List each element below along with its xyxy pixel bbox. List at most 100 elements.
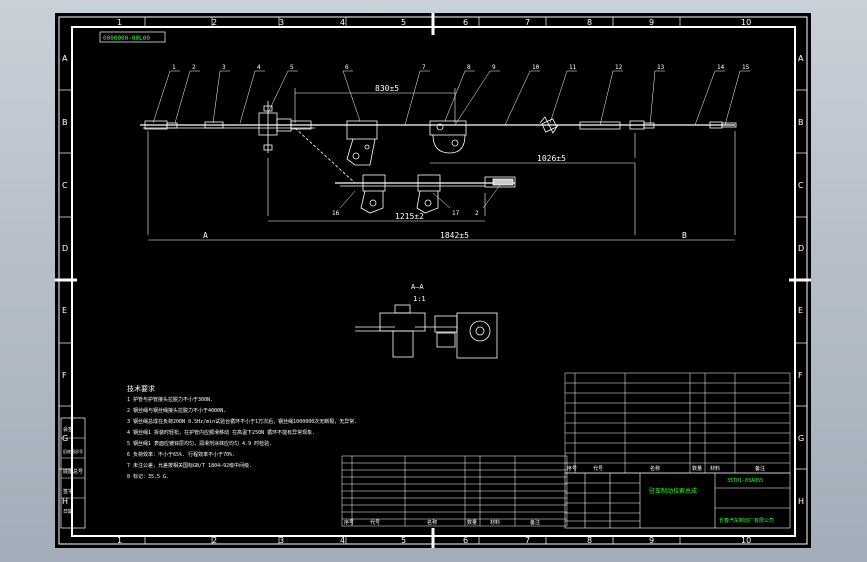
parts-header: 材料 bbox=[710, 465, 720, 472]
parts-list-right bbox=[564, 372, 791, 474]
balloon: 1 bbox=[172, 64, 176, 71]
row-label: C bbox=[798, 181, 804, 190]
parts-header: 代号 bbox=[370, 519, 380, 526]
cable-assembly-main-view bbox=[140, 101, 737, 184]
cad-drawing-viewport[interactable]: 1 2 3 4 5 6 7 8 9 10 1 2 3 4 5 6 7 8 9 1… bbox=[55, 13, 811, 548]
col-label: 6 bbox=[463, 536, 468, 545]
drawing-canvas: 1 2 3 4 5 6 7 8 9 10 1 2 3 4 5 6 7 8 9 1… bbox=[55, 13, 811, 548]
row-label: A bbox=[62, 54, 68, 63]
col-label: 1 bbox=[117, 536, 122, 545]
col-label: 1 bbox=[117, 18, 122, 27]
parts-header: 数量 bbox=[692, 465, 702, 472]
strip-label: 日期 bbox=[63, 509, 73, 515]
row-label: E bbox=[798, 306, 803, 315]
tech-notes-heading: 技术要求 bbox=[127, 384, 155, 393]
centering-marks bbox=[55, 13, 811, 548]
col-label: 3 bbox=[279, 536, 284, 545]
section-view-a-a bbox=[355, 304, 498, 359]
balloon-leaders bbox=[152, 70, 750, 209]
dim-zone-b: B bbox=[682, 231, 687, 240]
parts-header: 材料 bbox=[490, 519, 500, 526]
row-label: E bbox=[62, 306, 67, 315]
balloon: 4 bbox=[257, 64, 261, 71]
balloon: 9 bbox=[492, 64, 496, 71]
col-label: 2 bbox=[212, 536, 217, 545]
balloon: 13 bbox=[657, 64, 665, 71]
parts-header: 代号 bbox=[593, 465, 603, 472]
parts-header: 名称 bbox=[427, 519, 437, 526]
balloon: 5 bbox=[290, 64, 294, 71]
balloon: 11 bbox=[569, 64, 577, 71]
grid-ticks bbox=[59, 17, 807, 544]
parts-list-right-header: 序号 代号 名称 数量 材料 备注 bbox=[567, 465, 765, 472]
drawing-tag-box bbox=[99, 31, 166, 43]
balloon: 3 bbox=[222, 64, 226, 71]
tech-note: 5 钢丝绳1 表面应镀锌层均匀，润滑剂涂抹应均匀 4.9 时检验. bbox=[127, 440, 272, 447]
balloon: 16 bbox=[332, 210, 340, 217]
row-label: G bbox=[798, 434, 804, 443]
dim-1842: 1842±5 bbox=[440, 231, 469, 240]
col-label: 5 bbox=[401, 18, 406, 27]
col-label: 8 bbox=[587, 536, 592, 545]
row-label: B bbox=[62, 118, 68, 127]
row-label: H bbox=[62, 497, 68, 506]
balloon: 6 bbox=[345, 64, 349, 71]
tech-note: 8 标记：35.5 G. bbox=[127, 473, 169, 480]
col-label: 5 bbox=[401, 536, 406, 545]
parts-header: 数量 bbox=[467, 519, 477, 526]
dimension-lines bbox=[147, 88, 736, 241]
row-label: H bbox=[798, 497, 804, 506]
col-label: 3 bbox=[279, 18, 284, 27]
col-label: 9 bbox=[649, 18, 654, 27]
col-label: 9 bbox=[649, 536, 654, 545]
parts-list-middle bbox=[341, 455, 568, 527]
col-label: 4 bbox=[340, 18, 345, 27]
parts-header: 序号 bbox=[567, 465, 577, 472]
tech-note: 3 钢丝绳总成在负荷200N 0.5Hz/min试验台循环不小于1万次后，钢丝绳… bbox=[127, 418, 357, 425]
row-label: G bbox=[62, 434, 68, 443]
balloon: 7 bbox=[422, 64, 426, 71]
col-label: 8 bbox=[587, 18, 592, 27]
tech-note: 1 护管与护管接头拉脱力不小于300N. bbox=[127, 396, 213, 403]
cable-branch-lower-view bbox=[335, 174, 516, 214]
dim-zone-a: A bbox=[203, 231, 208, 240]
col-label: 4 bbox=[340, 536, 345, 545]
balloon: 8 bbox=[467, 64, 471, 71]
balloon: 12 bbox=[615, 64, 623, 71]
row-label: D bbox=[62, 244, 68, 253]
col-label: 2 bbox=[212, 18, 217, 27]
balloon: 10 bbox=[532, 64, 540, 71]
dim-830: 830±5 bbox=[375, 84, 399, 93]
tech-notes: 1 护管与护管接头拉脱力不小于300N. 2 钢丝绳与钢丝绳接头拉脱力不小于40… bbox=[127, 396, 357, 480]
row-label: A bbox=[798, 54, 804, 63]
balloon: 2 bbox=[475, 210, 479, 217]
col-label: 10 bbox=[741, 18, 751, 27]
row-label: C bbox=[62, 181, 68, 190]
drawing-tag: 0000000-00L00 bbox=[103, 35, 150, 42]
tech-note: 7 未注公差，允差按相关国标GB/T 1804—92级中间级. bbox=[127, 462, 252, 469]
tech-note: 2 钢丝绳与钢丝绳接头拉脱力不小于4000N. bbox=[127, 407, 226, 414]
section-scale: 1:1 bbox=[413, 295, 426, 303]
row-label: B bbox=[798, 118, 804, 127]
company-name: 长春汽车制动厂有限公司 bbox=[719, 517, 774, 524]
dim-1026: 1026±5 bbox=[537, 154, 566, 163]
balloon: 17 bbox=[452, 210, 460, 217]
title-block bbox=[564, 472, 791, 529]
row-label: F bbox=[62, 371, 67, 380]
strip-label: 旧底图总号 bbox=[63, 448, 83, 454]
parts-header: 备注 bbox=[530, 519, 540, 526]
left-signature-strip: 会签 旧底图总号 底图总号 签字 日期 bbox=[60, 417, 86, 529]
row-label: F bbox=[798, 371, 803, 380]
col-label: 7 bbox=[525, 536, 530, 545]
col-label: 10 bbox=[741, 536, 751, 545]
balloon: 2 bbox=[192, 64, 196, 71]
row-label: D bbox=[798, 244, 804, 253]
strip-label: 会签 bbox=[63, 426, 73, 433]
balloon: 15 bbox=[742, 64, 750, 71]
parts-list-middle-header: 序号 代号 名称 数量 材料 备注 bbox=[344, 519, 540, 526]
strip-label: 底图总号 bbox=[63, 468, 83, 475]
balloon: 14 bbox=[717, 64, 725, 71]
strip-label: 签字 bbox=[63, 488, 73, 495]
drawing-number: 35T01-03A055 bbox=[727, 478, 763, 484]
col-label: 6 bbox=[463, 18, 468, 27]
